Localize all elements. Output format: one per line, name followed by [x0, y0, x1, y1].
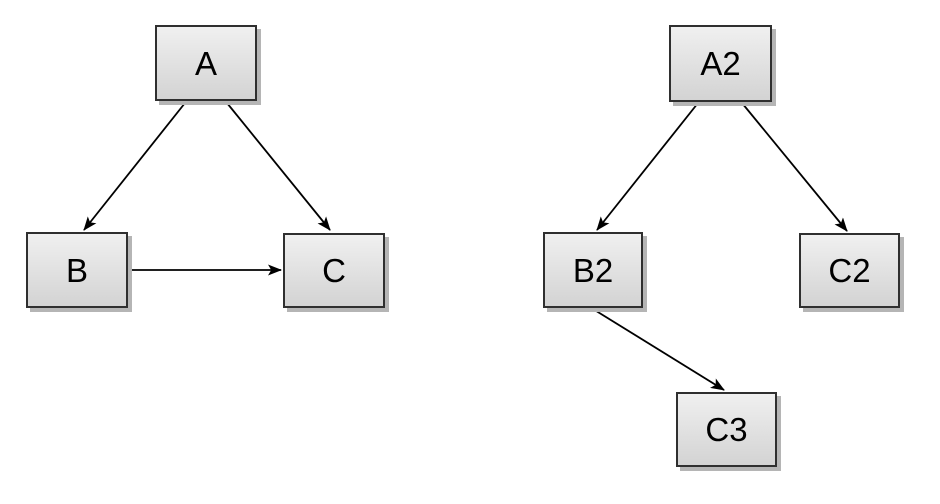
node-B2[interactable]: B2: [543, 232, 643, 308]
edge-A2-C2: [741, 102, 848, 232]
node-A[interactable]: A: [155, 25, 257, 101]
node-label-C3: C3: [705, 411, 748, 448]
node-B[interactable]: B: [26, 232, 128, 308]
node-label-C2: C2: [828, 252, 871, 289]
edge-A-B: [83, 102, 186, 231]
node-label-B: B: [65, 251, 88, 289]
node-A2[interactable]: A2: [669, 25, 772, 102]
node-C[interactable]: C: [283, 233, 385, 308]
edge-B2-C3: [592, 308, 725, 391]
node-label-C: C: [322, 252, 346, 289]
node-label-A: A: [194, 44, 217, 82]
node-label-B2: B2: [572, 251, 614, 289]
edge-A-C: [226, 102, 331, 231]
edge-A2-B2: [596, 102, 699, 231]
node-C3[interactable]: C3: [676, 392, 777, 467]
node-label-A2: A2: [700, 45, 741, 82]
node-C2[interactable]: C2: [799, 233, 900, 308]
